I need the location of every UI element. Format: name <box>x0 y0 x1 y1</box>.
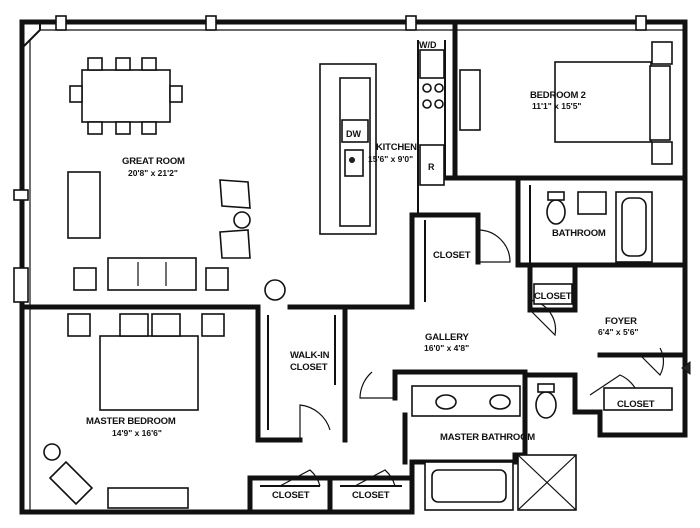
gallery-dim: 16'0" x 4'8" <box>424 343 469 353</box>
walkin-label-2: CLOSET <box>290 362 328 373</box>
foyer-dim: 6'4" x 5'6" <box>598 327 638 337</box>
interior-walls <box>19 19 688 515</box>
door-swings <box>279 229 691 487</box>
washer-dryer-label: W/D <box>419 40 437 50</box>
bathroom-label: BATHROOM <box>552 228 606 239</box>
bedroom2-furniture <box>459 41 673 165</box>
closet-hall-label: CLOSET <box>433 250 471 261</box>
kitchen-fixtures <box>319 49 445 235</box>
closet-bottom-2-label: CLOSET <box>352 490 390 501</box>
refrigerator-label: R <box>428 162 435 172</box>
great-room-dim: 20'8" x 21'2" <box>128 168 178 178</box>
bedroom2-label: BEDROOM 2 <box>530 90 586 101</box>
master-bath-label: MASTER BATHROOM <box>440 432 535 443</box>
dishwasher-label: DW <box>346 129 361 139</box>
master-bath-fixtures <box>411 383 577 511</box>
bathroom-fixtures <box>546 191 653 263</box>
dining-set <box>69 57 183 135</box>
kitchen-dim: 15'6" x 9'0" <box>368 154 413 164</box>
kitchen-label: KITCHEN <box>376 142 417 153</box>
great-room-label: GREAT ROOM <box>122 156 185 167</box>
living-set <box>67 171 286 301</box>
master-bedroom-label: MASTER BEDROOM <box>86 416 176 427</box>
bedroom2-dim: 11'1" x 15'5" <box>532 101 581 111</box>
closet-entry-label: CLOSET <box>617 399 655 410</box>
closet-foyer-label: CLOSET <box>534 291 572 302</box>
foyer-closet-fixtures <box>533 283 673 411</box>
exterior-walls <box>13 15 688 515</box>
master-bedroom-dim: 14'9" x 16'6" <box>112 428 162 438</box>
walkin-label-1: WALK-IN <box>290 350 330 361</box>
closet-bottom-1-label: CLOSET <box>272 490 310 501</box>
gallery-label: GALLERY <box>425 332 470 343</box>
foyer-label: FOYER <box>605 316 637 327</box>
master-bedroom-furniture <box>43 313 225 509</box>
